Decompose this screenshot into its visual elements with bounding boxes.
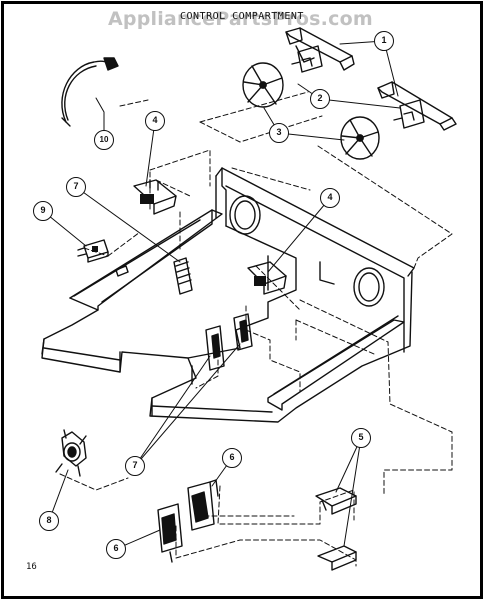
mounting-bracket-lower [377,81,457,131]
callout-1: 1 [374,31,394,51]
fan-motor-lower [393,99,425,129]
mounting-bracket-upper [285,27,355,71]
clip-lower [317,545,357,571]
door-switch-upper [187,479,219,531]
diagram-title: CONTROL COMPARTMENT [180,11,304,22]
terminal-block [173,257,193,295]
callout-8: 8 [39,511,59,531]
fan-motor-upper [291,45,323,73]
callout-6-lower: 6 [106,539,126,559]
power-cord [61,57,119,127]
callout-7-lower: 7 [125,456,145,476]
callout-10: 10 [94,130,114,150]
watermark-text: AppliancePartsPros.com [108,8,373,30]
callout-4-right: 4 [320,188,340,208]
callout-3: 3 [269,123,289,143]
control-module-right [247,261,287,295]
clip-upper [315,487,357,515]
relay-component [77,239,109,263]
callout-7-upper: 7 [66,177,86,197]
callout-2: 2 [310,89,330,109]
page-number: 16 [26,562,37,572]
compartment-housing [41,167,415,423]
leader-lines [42,40,401,550]
callout-9: 9 [33,201,53,221]
callout-4-left: 4 [145,111,165,131]
door-switch-lower [157,503,183,563]
callout-5: 5 [351,428,371,448]
switch-pair [205,313,253,371]
control-module-left [133,179,177,215]
fan-blade-upper [242,62,284,108]
fan-blade-lower [340,116,380,160]
thermal-sensor [55,429,87,477]
callout-6-upper: 6 [222,448,242,468]
